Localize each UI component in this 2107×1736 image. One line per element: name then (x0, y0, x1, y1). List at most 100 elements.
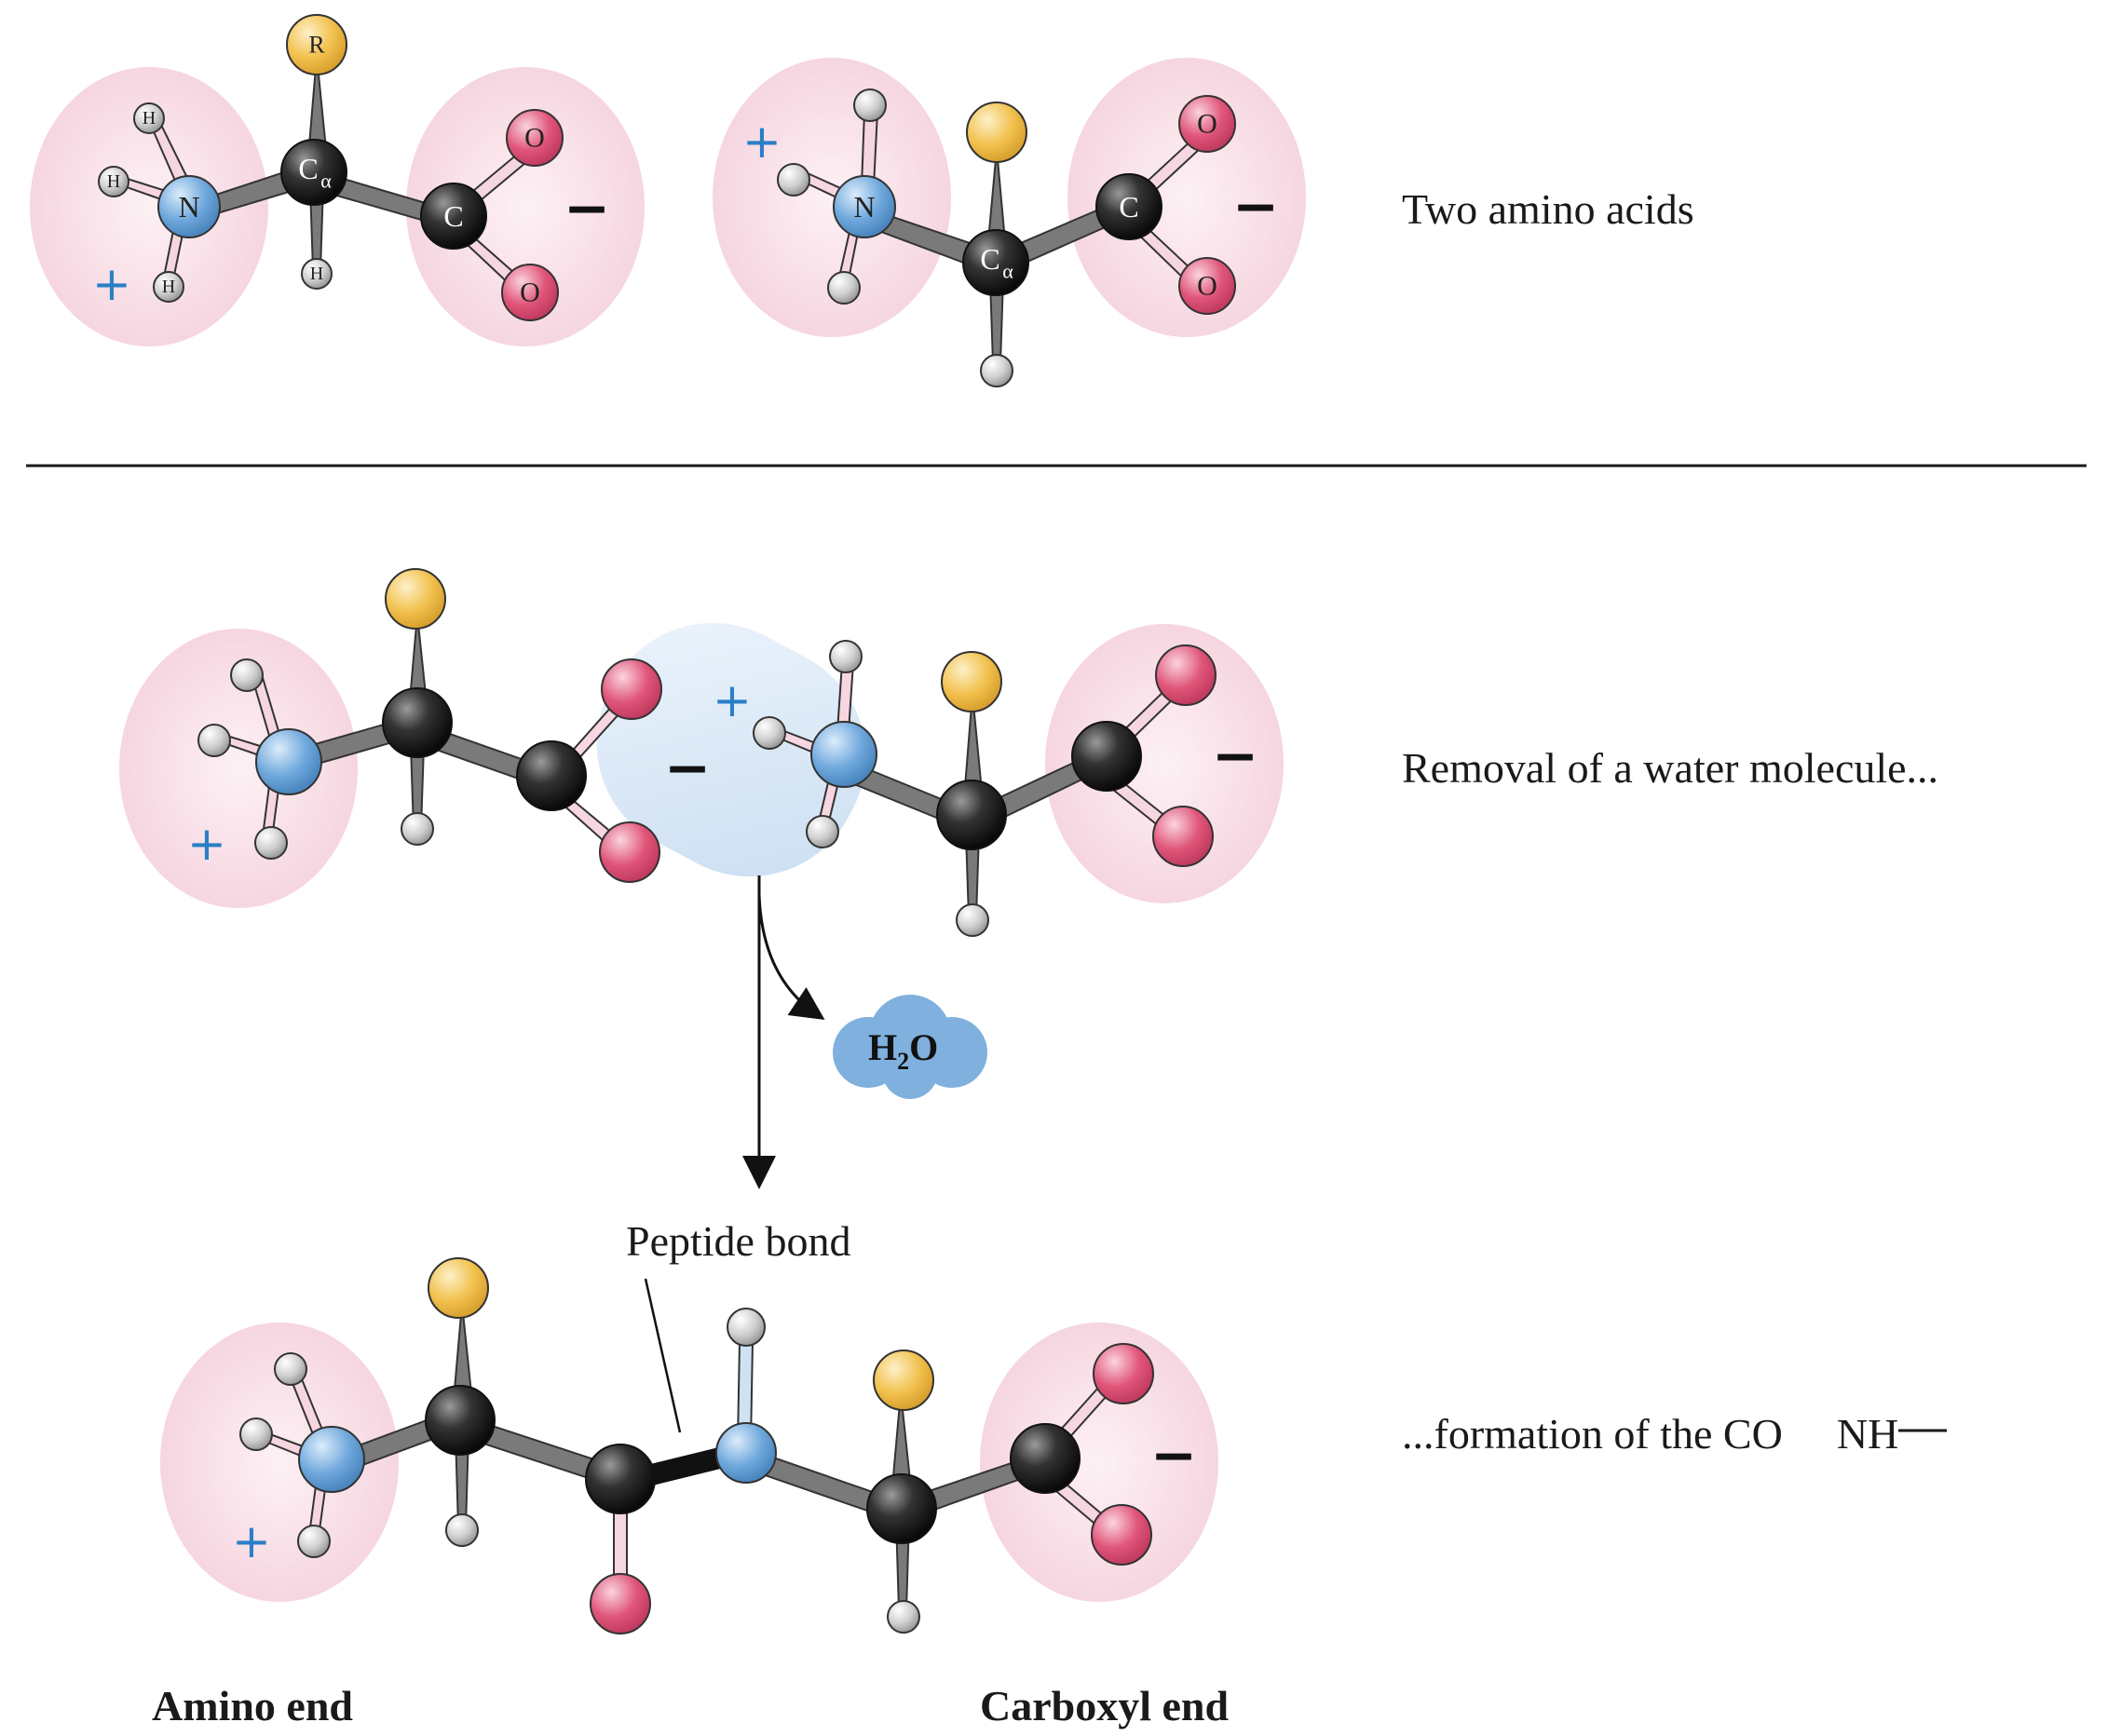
alpha-carbon-atom (936, 780, 1007, 850)
r-group-atom (966, 102, 1027, 163)
r-group-label: R (308, 32, 325, 59)
oxygen-atom (501, 264, 559, 321)
nitrogen-atom (810, 721, 877, 788)
oxygen-label: O (524, 123, 545, 154)
alpha-label: α (320, 170, 332, 193)
hydrogen-atom (274, 1352, 307, 1386)
r-group-atom (941, 651, 1002, 712)
amino-end-label: Amino end (152, 1682, 353, 1729)
oxygen-label: O (520, 278, 540, 308)
hydrogen-atom (445, 1513, 479, 1547)
hydrogen-atom (153, 271, 184, 303)
hydrogen-label: H (162, 277, 175, 297)
nitrogen-atom (715, 1422, 777, 1484)
r-group-atom (385, 568, 446, 630)
water-molecule: H2O (833, 995, 987, 1099)
amino-charge-halo (119, 629, 358, 908)
hydrogen-label: H (310, 264, 323, 284)
negative-charge: − (1150, 1423, 1197, 1488)
dipeptide: + − (160, 1257, 1218, 1634)
alpha-carbon-atom (280, 139, 347, 206)
carbon-atom (1071, 721, 1142, 792)
carbon-label: C (980, 242, 999, 276)
carbon-label: C (298, 152, 318, 185)
alpha-carbon-atom (382, 687, 453, 758)
carbon-atom (420, 183, 487, 250)
water-label: H2O (868, 1026, 938, 1075)
carbon-atom (1095, 173, 1162, 240)
positive-charge: + (92, 257, 131, 311)
hydrogen-atom (727, 1308, 766, 1347)
positive-charge: + (742, 115, 782, 169)
hydrogen-atom (133, 102, 165, 134)
oxygen-atom (601, 658, 662, 720)
carboxyl-charge-halo (1067, 58, 1306, 337)
amino-charge-halo (30, 67, 268, 346)
water-release-arrow (757, 893, 825, 1020)
hydrogen-atom (197, 724, 231, 757)
r-group-atom (873, 1349, 934, 1411)
reacting-amino-acids: + − + − (119, 568, 1284, 937)
hydrogen-label: H (107, 171, 120, 192)
carboxyl-charge-halo (980, 1322, 1218, 1602)
hydrogen-atom (401, 812, 434, 846)
alpha-carbon-atom (425, 1385, 496, 1456)
hydrogen-label: H (143, 108, 156, 129)
hydrogen-atom (956, 903, 989, 937)
carbon-atom (516, 740, 587, 811)
alpha-carbon-atom (866, 1473, 937, 1544)
carbon-atom (585, 1444, 656, 1514)
amino-charge-halo (713, 58, 951, 337)
oxygen-atom (599, 821, 660, 883)
oxygen-atom (1152, 806, 1214, 867)
positive-charge: + (232, 1514, 271, 1568)
oxygen-label: O (1197, 271, 1217, 302)
hydrogen-atom (980, 354, 1013, 387)
carboxyl-end-label: Carboxyl end (980, 1682, 1230, 1729)
nitrogen-atom (833, 175, 896, 238)
hydrogen-atom (887, 1600, 920, 1634)
alpha-carbon-atom (962, 229, 1029, 296)
hydrogen-atom (239, 1417, 273, 1451)
alpha-label: α (1002, 260, 1013, 283)
nitrogen-label: N (178, 190, 199, 224)
amino-acid-1: H H H N R H C α C O O + − (30, 14, 645, 346)
carboxyl-charge-halo (1045, 624, 1284, 903)
r-group-atom (428, 1257, 489, 1319)
hydrogen-atom (853, 88, 887, 122)
oxygen-atom (1178, 95, 1236, 153)
amino-acid-2: N C α C O O + − (713, 58, 1306, 387)
positive-charge: + (187, 817, 226, 871)
peptide-bond-label: Peptide bond (626, 1217, 850, 1265)
nitrogen-atom (157, 175, 221, 238)
oxygen-label: O (1197, 109, 1217, 140)
nitrogen-label: N (853, 190, 875, 224)
negative-charge: − (664, 736, 711, 801)
hydrogen-atom (829, 640, 863, 673)
nitrogen-atom (298, 1426, 365, 1493)
oxygen-atom (1155, 644, 1217, 706)
carbon-atom (1010, 1423, 1081, 1494)
hydrogen-atom (301, 258, 333, 290)
hydrogen-atom (777, 163, 810, 197)
peptide-bond-pointer (644, 1278, 682, 1433)
amino-charge-halo (160, 1322, 399, 1602)
oxygen-atom (1093, 1343, 1154, 1404)
oxygen-atom (506, 109, 564, 167)
water-removal-halo (596, 622, 866, 877)
caption-removal-water: Removal of a water molecule... (1402, 744, 1938, 792)
hydrogen-atom (806, 815, 839, 848)
r-group-atom (286, 14, 347, 75)
nitrogen-atom (255, 728, 322, 795)
hydrogen-atom (230, 658, 264, 692)
negative-charge: − (564, 176, 610, 241)
hydrogen-atom (827, 271, 861, 305)
positive-charge: + (713, 673, 752, 727)
carbon-label: C (443, 199, 463, 233)
hydrogen-atom (98, 166, 129, 197)
negative-charge: − (1212, 724, 1258, 789)
oxygen-atom (1091, 1504, 1152, 1566)
oxygen-atom (1178, 257, 1236, 315)
